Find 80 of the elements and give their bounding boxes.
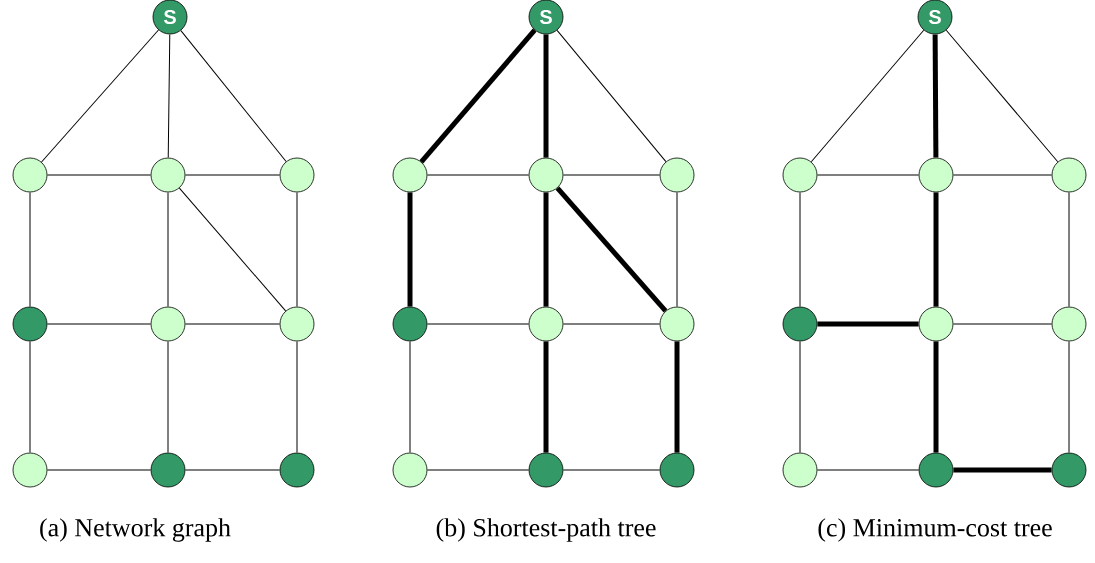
- tree-edge: [543, 34, 549, 158]
- graph-edge: [184, 174, 281, 176]
- graph-edge: [799, 340, 801, 454]
- graph-node: [392, 306, 428, 342]
- graph-edge: [184, 323, 281, 325]
- graph-edge: [562, 469, 661, 471]
- graph-node: [1051, 157, 1087, 193]
- graph-edge: [178, 187, 287, 312]
- tree-edge: [419, 28, 537, 164]
- tree-edge: [674, 341, 680, 453]
- graph-edge: [1068, 191, 1070, 308]
- graph-node: [528, 452, 564, 488]
- graph-node: [150, 452, 186, 488]
- tree-edge: [543, 192, 549, 307]
- graph-edge: [810, 29, 925, 163]
- tree-edge: [555, 186, 668, 313]
- tree-edge: [817, 321, 919, 327]
- graph-edge: [945, 29, 1059, 163]
- graph-edge: [562, 323, 661, 325]
- graph-node: [659, 452, 695, 488]
- graph-node: [12, 157, 48, 193]
- graph-node: [528, 306, 564, 342]
- caption: (c) Minimum-cost tree: [818, 518, 1052, 542]
- graph-node: [392, 157, 428, 193]
- graph-edge: [562, 174, 661, 176]
- graph-node: [279, 157, 315, 193]
- graph-node: [782, 452, 818, 488]
- caption: (b) Shortest-path tree: [436, 518, 656, 542]
- source-node: S: [152, 0, 188, 35]
- tree-edge: [933, 192, 939, 307]
- graph-edge: [799, 191, 801, 308]
- graph-edge: [296, 340, 298, 454]
- tree-edge: [932, 34, 939, 158]
- graph-node: [392, 452, 428, 488]
- graph-edge: [426, 323, 530, 325]
- graph-edge: [180, 30, 287, 162]
- graph-node: [659, 306, 695, 342]
- graph-node: [12, 452, 48, 488]
- graph-edge: [29, 191, 31, 308]
- graph-node: [12, 306, 48, 342]
- graph-edge: [816, 174, 920, 176]
- graph-edge: [556, 29, 667, 163]
- graph-node: [918, 157, 954, 193]
- graph-edge: [41, 29, 159, 163]
- graph-node: [918, 452, 954, 488]
- graph-edge: [296, 191, 298, 308]
- tree-edge: [543, 341, 549, 453]
- graph-edge: [1068, 340, 1070, 454]
- graph-edge: [184, 469, 281, 471]
- graph-edge: [46, 469, 152, 471]
- graph-node: [279, 452, 315, 488]
- source-node: S: [528, 0, 564, 35]
- graph-edge: [676, 191, 678, 308]
- graph-edge: [816, 469, 920, 471]
- graph-edge: [426, 174, 530, 176]
- tree-edge: [953, 467, 1052, 473]
- tree-edge: [407, 192, 413, 307]
- graph-edge: [29, 340, 31, 454]
- graph-node: [279, 306, 315, 342]
- graph-edge: [46, 174, 152, 176]
- graph-node: [782, 306, 818, 342]
- graph-edge: [952, 174, 1053, 176]
- graph-edge: [167, 191, 169, 308]
- graph-edge: [167, 33, 171, 159]
- tree-edge: [933, 341, 939, 453]
- source-node: S: [917, 0, 953, 35]
- graph-node: [150, 306, 186, 342]
- graph-node: [1051, 306, 1087, 342]
- graph-edge: [46, 323, 152, 325]
- graph-edge: [426, 469, 530, 471]
- graph-edge: [167, 340, 169, 454]
- graph-edge: [952, 323, 1053, 325]
- graph-node: [150, 157, 186, 193]
- graph-node: [782, 157, 818, 193]
- graph-edge: [409, 340, 411, 454]
- graph-node: [918, 306, 954, 342]
- caption: (a) Network graph: [40, 518, 231, 542]
- graph-node: [528, 157, 564, 193]
- graph-node: [659, 157, 695, 193]
- graph-node: [1051, 452, 1087, 488]
